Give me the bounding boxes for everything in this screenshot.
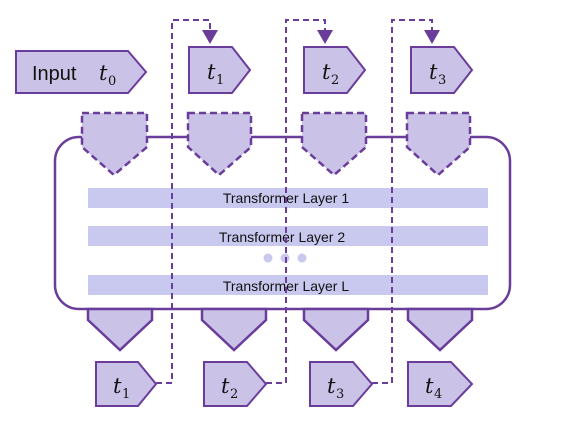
- bottom-token-3-sub: 3: [336, 387, 344, 402]
- model-box: [53, 135, 512, 311]
- transformer-layer-L-label: Transformer Layer L: [223, 278, 350, 294]
- output-port-1: [86, 307, 154, 352]
- top-token-3: [410, 46, 474, 94]
- bottom-token-2-sub: 2: [230, 387, 238, 402]
- output-port-3: [302, 307, 370, 352]
- bottom-token-1-var: t: [113, 374, 122, 398]
- feedback-arrow-1: [156, 19, 218, 384]
- bottom-token-2-var: t: [221, 374, 230, 398]
- top-token-1: [188, 46, 252, 94]
- transformer-layer-1: [88, 188, 488, 208]
- top-token-2-sub: 2: [331, 73, 339, 88]
- transformer-layer-L: [88, 275, 488, 295]
- top-token-1-sub: 1: [216, 73, 224, 88]
- input-port-3: [405, 111, 472, 177]
- feedback-arrow-2: [266, 19, 333, 384]
- bottom-token-4-sub: 4: [434, 387, 442, 402]
- transformer-layer-2: [88, 226, 488, 246]
- feedback-arrow-3: [372, 19, 440, 384]
- input-token-sub: 0: [108, 74, 116, 89]
- top-token-3-sub: 3: [438, 73, 446, 88]
- bottom-token-1-sub: 1: [122, 387, 130, 402]
- input-token-label: Input: [32, 63, 77, 85]
- ellipsis-dot-1: [263, 253, 273, 263]
- bottom-token-1: [95, 361, 158, 407]
- bottom-token-3-var: t: [327, 374, 336, 398]
- output-port-4: [406, 307, 474, 352]
- ellipsis-dot-3: [297, 253, 307, 263]
- bottom-token-2: [203, 361, 268, 407]
- top-token-2: [303, 46, 367, 94]
- bottom-token-3: [309, 361, 374, 407]
- output-port-2: [200, 307, 268, 352]
- input-port-1: [186, 111, 253, 177]
- input-port-0: [80, 111, 149, 177]
- top-token-1-var: t: [207, 60, 216, 84]
- input-port-2: [300, 111, 368, 177]
- input-token-var: t: [99, 61, 108, 85]
- input-token: [15, 50, 148, 94]
- top-token-3-var: t: [429, 60, 438, 84]
- bottom-token-4-var: t: [425, 374, 434, 398]
- top-token-2-var: t: [322, 60, 331, 84]
- transformer-layer-2-label: Transformer Layer 2: [219, 229, 346, 245]
- bottom-token-4: [407, 361, 474, 407]
